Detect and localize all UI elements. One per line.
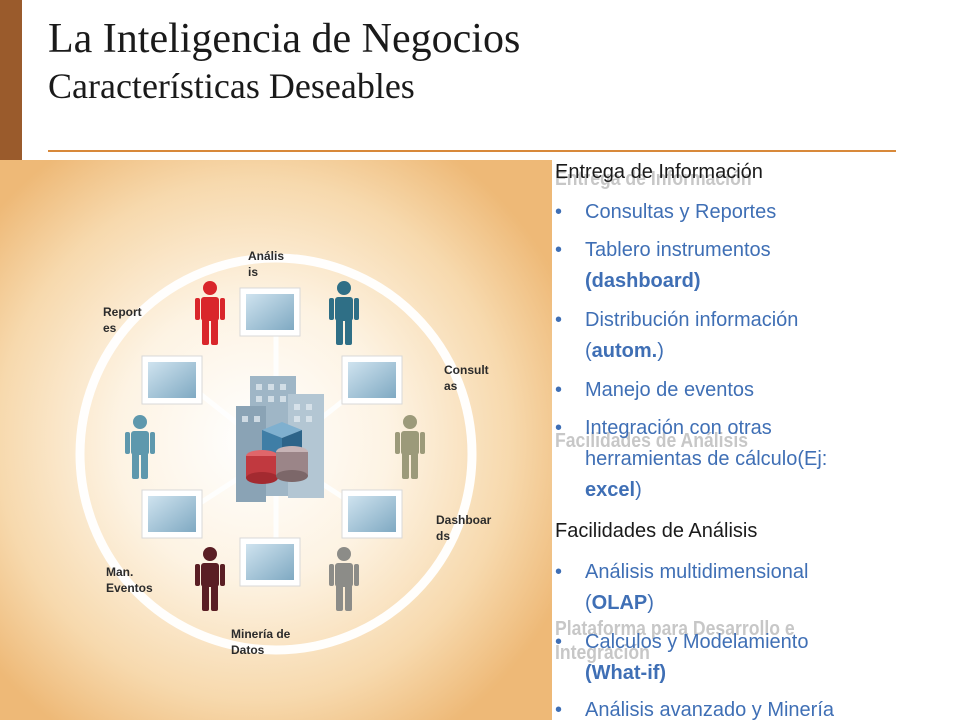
label-analisis-l2: is: [248, 265, 259, 279]
paren: (: [585, 340, 592, 362]
ghost-heading-plataforma-1: Plataforma para Desarrollo e: [555, 618, 795, 640]
diagram-ring: [75, 253, 477, 655]
bullet: •: [555, 309, 563, 331]
line: Integración con otras: [585, 417, 772, 439]
label-consultas-l1: Consult: [444, 363, 489, 377]
bullet: •: [555, 631, 563, 653]
person-icon-eventos: [195, 547, 225, 611]
paren: ): [657, 340, 664, 362]
label-mineria-l1: Minería de: [231, 627, 291, 641]
label-eventos-l2: Eventos: [106, 581, 153, 595]
label-eventos: Man. Eventos: [106, 564, 153, 596]
line: Distribución información: [585, 309, 799, 331]
label-mineria: Minería de Datos: [231, 626, 290, 658]
line: Tablero instrumentos: [585, 239, 771, 261]
bullet: •: [555, 699, 563, 721]
label-reportes-l1: Report: [103, 305, 142, 319]
list-item-text: Distribución información (autom.): [585, 305, 955, 367]
label-consultas-l2: as: [444, 379, 458, 393]
person-icon-analisis: [329, 281, 359, 345]
line: excel): [585, 475, 955, 506]
ghost-heading-plataforma-2: Integración: [555, 642, 650, 664]
slide-title: La Inteligencia de Negocios Característi…: [48, 14, 520, 108]
line: (autom.): [585, 336, 955, 367]
bullet: •: [555, 201, 563, 223]
bold-term: autom.: [591, 340, 658, 362]
paren: ): [635, 479, 642, 501]
label-mineria-l2: Datos: [231, 643, 265, 657]
title-line-2: Características Deseables: [48, 66, 415, 106]
monitor-mineria: [239, 537, 301, 587]
monitor-dashboards: [341, 489, 403, 539]
line: (dashboard): [585, 270, 701, 292]
person-icon-dashboards: [329, 547, 359, 611]
label-dashboards-l1: Dashboar: [436, 513, 492, 527]
label-reportes: Report es: [103, 304, 142, 336]
label-analisis-l1: Anális: [248, 249, 285, 263]
bold-term: excel: [585, 479, 636, 501]
list-item-text: Análisis multidimensional (OLAP): [585, 557, 955, 619]
person-icon-reportes: [195, 281, 225, 345]
monitor-eventos: [141, 489, 203, 539]
heading-entrega: Entrega de Información: [555, 161, 763, 183]
line: (OLAP): [585, 588, 955, 619]
monitor-analisis: [239, 287, 301, 337]
list-item-text: Tablero instrumentos (dashboard): [585, 235, 955, 297]
label-analisis: Anális is: [248, 248, 284, 280]
line: herramientas de cálculo(Ej:: [585, 448, 828, 470]
paren: ): [647, 592, 654, 614]
label-dashboards: Dashboar ds: [436, 512, 491, 544]
label-dashboards-l2: ds: [436, 529, 451, 543]
list-item-text: Calculos y Modelamiento (What-if): [585, 627, 955, 689]
bi-diagram-art: [0, 160, 552, 720]
monitor-reportes: [141, 355, 203, 405]
central-server-icon: [236, 376, 324, 502]
label-eventos-l1: Man.: [106, 565, 134, 579]
left-accent-brown: [0, 0, 22, 160]
list-item-text: Integración con otras herramientas de cá…: [585, 413, 955, 506]
list-item-text: Consultas y Reportes: [585, 201, 777, 223]
ghost-heading-facilidades: Facilidades de Análisis: [555, 430, 749, 452]
bullet: •: [555, 561, 563, 583]
bullet: •: [555, 417, 563, 439]
line: (What-if): [585, 662, 667, 684]
label-consultas: Consult as: [444, 362, 489, 394]
paren: (: [585, 592, 592, 614]
bullet: •: [555, 379, 563, 401]
heading-facilidades: Facilidades de Análisis: [555, 520, 758, 542]
label-reportes-l2: es: [103, 321, 117, 335]
bold-term: OLAP: [591, 592, 648, 614]
monitor-consultas: [341, 355, 403, 405]
ghost-heading-entrega: Entrega de Información: [555, 168, 752, 190]
list-item-text: Manejo de eventos: [585, 379, 755, 401]
line: Análisis multidimensional: [585, 561, 809, 583]
title-rule: [48, 150, 896, 152]
line: Calculos y Modelamiento: [585, 631, 809, 653]
person-icon-right: [395, 415, 425, 479]
bi-diagram: Anális is Report es Consult as Dashboar …: [0, 160, 552, 720]
person-icon-left: [125, 415, 155, 479]
list-item-text: Análisis avanzado y Minería: [585, 699, 835, 721]
bullet: •: [555, 239, 563, 261]
title-line-1: La Inteligencia de Negocios: [48, 16, 521, 62]
